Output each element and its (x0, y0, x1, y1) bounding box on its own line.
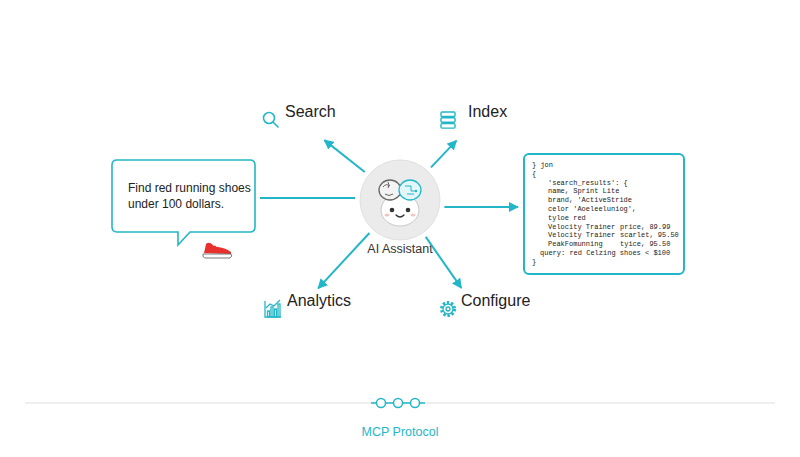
code-line: price, 89.99 (620, 223, 670, 231)
analytics-icon-bar (271, 307, 273, 317)
code-line: } (532, 258, 536, 266)
index-icon-bar (441, 124, 455, 129)
tool-box: Analytics (255, 292, 343, 326)
index-icon-bar (441, 118, 455, 123)
shoe-sole (203, 254, 232, 258)
protocol-icon-dot (411, 399, 420, 408)
shoe-laces (213, 244, 218, 247)
search-icon-lens (264, 113, 275, 124)
arrow-connector (431, 141, 456, 168)
analytics-icon-trend (266, 300, 280, 308)
protocol-icon-line (371, 402, 425, 404)
gear-icon-teeth (442, 303, 455, 316)
code-line: 'search_results': { (548, 179, 628, 187)
bubble-outline-path (112, 160, 255, 245)
gear-icon-ring (443, 304, 453, 314)
gear-icon-hub (446, 307, 450, 311)
code-line: } jon (532, 161, 553, 169)
node-text: Configure (461, 292, 520, 310)
index-icon (441, 112, 455, 128)
code-line: tyloe red (548, 214, 586, 222)
arrow-connector (318, 233, 369, 288)
node-text: Analytics (287, 292, 343, 310)
node-text: Find red running shoes under 100 dollars… (128, 180, 254, 212)
shoe-icon (203, 243, 232, 258)
gear-icon (442, 303, 455, 316)
circle-outline (360, 160, 440, 240)
arrow-connector (324, 140, 364, 172)
search-icon (264, 113, 279, 128)
code-line: celor 'Aoeleeluniog', (548, 205, 636, 213)
code-line: Velocity Trainer (548, 231, 615, 239)
protocol-icon-dot (377, 399, 386, 408)
tool-box: Search (255, 103, 343, 137)
protocol-icon (371, 399, 425, 408)
protocol-icon-dot (394, 399, 403, 408)
code-line: scarlet, 95.50 (620, 231, 679, 239)
code-line: PeakFomunning (548, 240, 603, 248)
index-icon-bar (441, 112, 455, 117)
code-line: Velocity Trainer (548, 223, 615, 231)
code-line: tyice, 95.50 (620, 240, 670, 248)
search-icon-handle (273, 122, 278, 127)
tool-box: Index (432, 103, 520, 137)
node-text: Search (285, 103, 343, 121)
node-text: Index (468, 103, 520, 121)
analytics-icon-bar (275, 309, 277, 317)
analytics-icon-bar (268, 311, 270, 317)
code-line: query: red Celzing shoes < $100 (540, 249, 670, 257)
arrow-connector (444, 206, 518, 208)
circle-outline-shape (360, 160, 440, 240)
footer-caption: MCP Protocol (0, 425, 800, 439)
footer-rule (25, 402, 775, 403)
tool-box: Configure (432, 292, 520, 326)
assistant-circle: AI Assistant (360, 160, 440, 240)
analytics-icon (265, 300, 281, 317)
code-line: name, Sprint Lite (548, 187, 619, 195)
code-line: brand, 'ActiveStride (548, 196, 632, 204)
bubble-outline (112, 160, 255, 232)
node-caption: AI Assistant (330, 242, 470, 256)
analytics-icon-bar (278, 304, 280, 317)
analytics-icon-axes (265, 301, 281, 317)
arrow-connector (260, 197, 355, 199)
shoe-upper (204, 243, 231, 254)
code-line: { (532, 170, 536, 178)
json-panel: } jon{ 'search_results': {name, Sprint Li… (523, 153, 685, 275)
speech-bubble: Find red running shoes under 100 dollars… (112, 160, 255, 232)
